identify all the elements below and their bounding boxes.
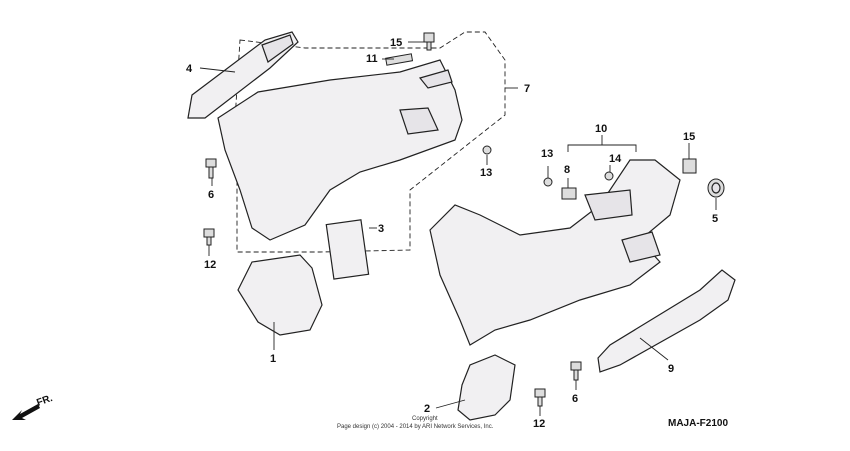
front-label: FR. [35,393,54,409]
callout-11: 11 [366,53,378,65]
callout-6-right: 6 [572,393,578,405]
part-1-lower-cover [237,254,323,336]
part-6-bolt-right [570,361,582,381]
callout-5: 5 [712,213,718,225]
callout-7: 7 [524,83,530,95]
part-7-upper-cover [217,59,463,241]
front-arrow-icon [12,404,40,420]
front-direction-indicator: FR. [12,393,54,420]
callout-9: 9 [668,363,674,375]
callout-4: 4 [186,63,193,75]
part-2-lower-cover [457,354,516,421]
part-13-nut-left [482,145,492,155]
part-3-plate [325,219,370,280]
callout-14: 14 [609,153,622,165]
copyright-line-1: Copyright [412,416,438,422]
callout-6-left: 6 [208,189,214,201]
callout-2: 2 [424,403,430,415]
callout-12-right: 12 [533,418,545,430]
part-10-right-cover [429,159,681,346]
part-11-tab [385,53,414,66]
part-6-bolt-left [205,158,217,179]
copyright-line-2: Page design (c) 2004 - 2014 by ARI Netwo… [337,424,494,430]
part-8-clip [561,187,577,200]
part-4-side-strip [187,31,299,119]
part-12-bolt-left [203,228,215,246]
callout-8: 8 [564,164,570,176]
callout-15-top: 15 [390,37,402,49]
leader-lines [199,41,717,416]
part-13-nut-right [543,177,553,187]
callout-13-left: 13 [480,167,492,179]
part-5-grommet [707,178,725,198]
part-15-fastener-top [423,32,435,51]
callout-3: 3 [378,223,384,235]
part-9-side-strip [597,269,736,373]
callout-12-left: 12 [204,259,216,271]
callout-15-right: 15 [683,131,695,143]
callout-13-right: 13 [541,148,553,160]
part-12-bolt-right [534,388,546,407]
diagram-code: MAJA-F2100 [668,418,728,429]
part-15-fastener-right [682,158,697,174]
callout-1: 1 [270,353,276,365]
part-14-nut [604,171,614,181]
callout-10: 10 [595,123,607,135]
